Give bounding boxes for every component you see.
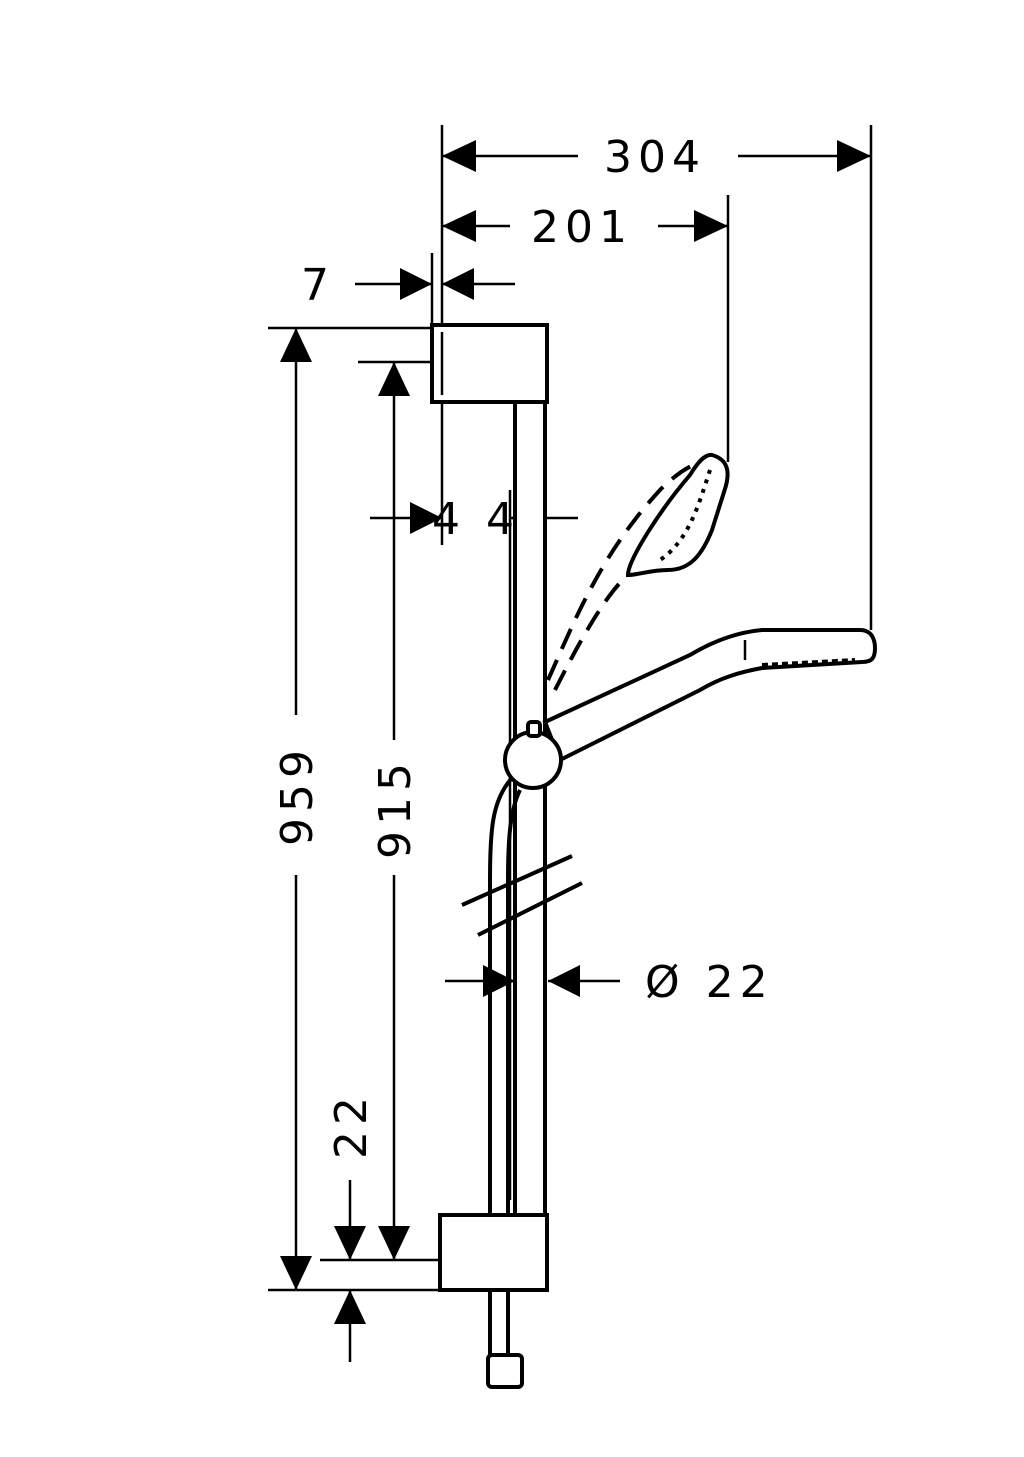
top-wall-bracket [430, 323, 549, 404]
dimension-label-201: 201 [531, 202, 633, 253]
hose [488, 776, 522, 1355]
bottom-wall-bracket [438, 1213, 549, 1292]
dimension-label-915: 915 [370, 757, 421, 859]
hose-connector [486, 1353, 524, 1389]
dimension-915: 915 [370, 362, 421, 1260]
dimension-label-7: 7 [301, 260, 335, 311]
handshower [542, 628, 878, 763]
dimension-label-304: 304 [604, 132, 706, 183]
dimension-diameter-22: Ø 22 [445, 957, 774, 1008]
dimension-label-diameter: Ø 22 [645, 957, 774, 1008]
handshower-tilted-outline [546, 452, 730, 691]
break-lines [461, 854, 583, 937]
dimension-959: 959 [272, 328, 323, 1290]
dimension-22-vertical: 22 [326, 1091, 377, 1362]
dimension-201: 201 [442, 202, 728, 253]
dimension-label-22: 22 [326, 1091, 377, 1159]
slider-joint [503, 720, 563, 790]
dimension-label-44: 4 4 [432, 494, 520, 545]
dimension-304: 304 [442, 132, 871, 183]
dimension-label-959: 959 [272, 744, 323, 846]
dimension-7: 7 [301, 260, 515, 311]
shower-rail [513, 378, 547, 1262]
